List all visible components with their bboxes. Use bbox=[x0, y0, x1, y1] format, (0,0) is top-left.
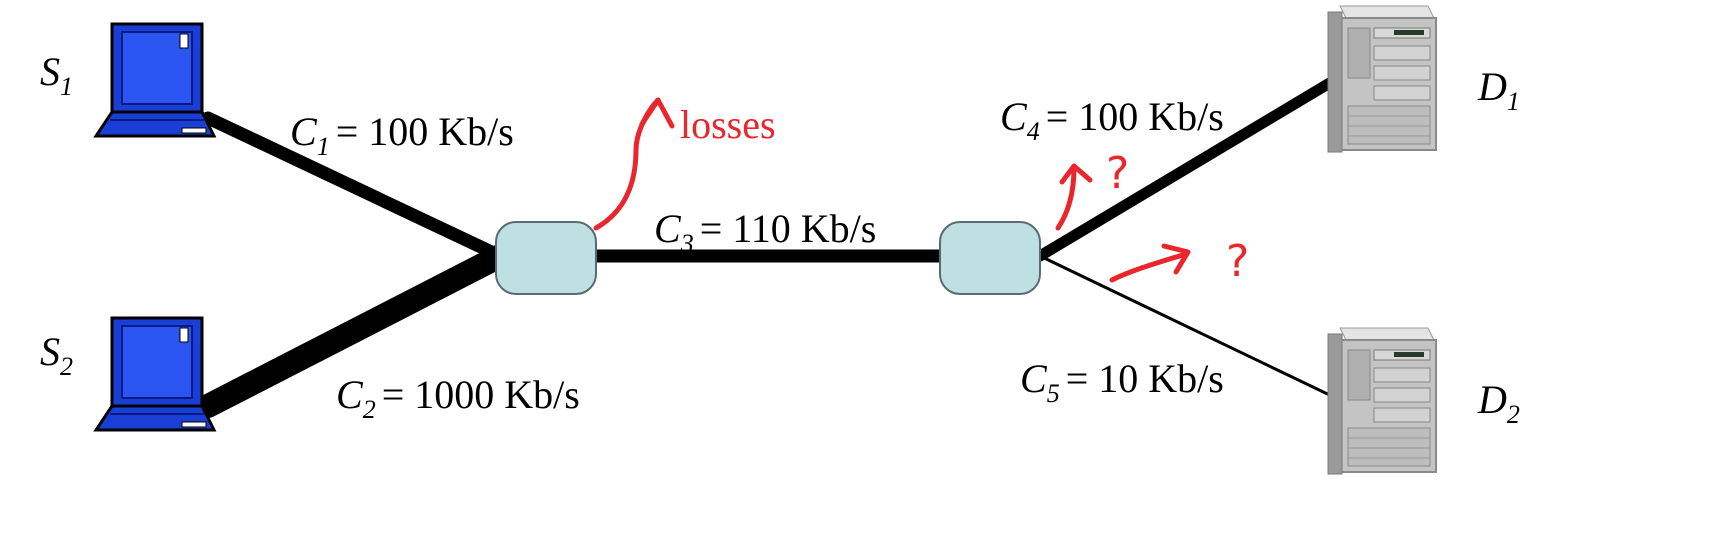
node-label-s2: S2 bbox=[40, 329, 73, 381]
node-label-d2: D2 bbox=[1477, 377, 1520, 429]
link-label-c2: C2= 1000 Kb/s bbox=[336, 372, 580, 424]
server-tower-icon bbox=[1327, 5, 1437, 153]
question-mark-c4: ? bbox=[1106, 148, 1129, 199]
losses-annotation: losses bbox=[680, 102, 776, 147]
question-mark-c5: ? bbox=[1226, 236, 1249, 287]
c4-question-arrow bbox=[1055, 165, 1077, 231]
node-label-d1: D1 bbox=[1477, 64, 1520, 116]
link-label-c5: C5= 10 Kb/s bbox=[1020, 356, 1224, 408]
link-c4 bbox=[1034, 72, 1344, 262]
laptop-icon bbox=[94, 22, 216, 138]
router-left-icon bbox=[495, 221, 597, 295]
c5-question-arrow bbox=[1109, 251, 1189, 283]
c5-question-arrowhead bbox=[1161, 243, 1191, 275]
link-c2 bbox=[196, 244, 512, 418]
laptop-icon bbox=[94, 316, 216, 432]
node-label-s1: S1 bbox=[40, 49, 73, 101]
server-tower-icon bbox=[1327, 327, 1437, 475]
link-label-c1: C1= 100 Kb/s bbox=[290, 109, 514, 161]
link-c1 bbox=[201, 111, 507, 263]
losses-arrowhead bbox=[639, 97, 675, 129]
link-label-c3: C3= 110 Kb/s bbox=[654, 206, 876, 258]
link-label-c4: C4= 100 Kb/s bbox=[1000, 94, 1224, 146]
router-right-icon bbox=[939, 221, 1041, 295]
link-c5 bbox=[1039, 254, 1341, 402]
c4-question-arrowhead bbox=[1059, 163, 1093, 185]
losses-arrow bbox=[593, 97, 661, 231]
